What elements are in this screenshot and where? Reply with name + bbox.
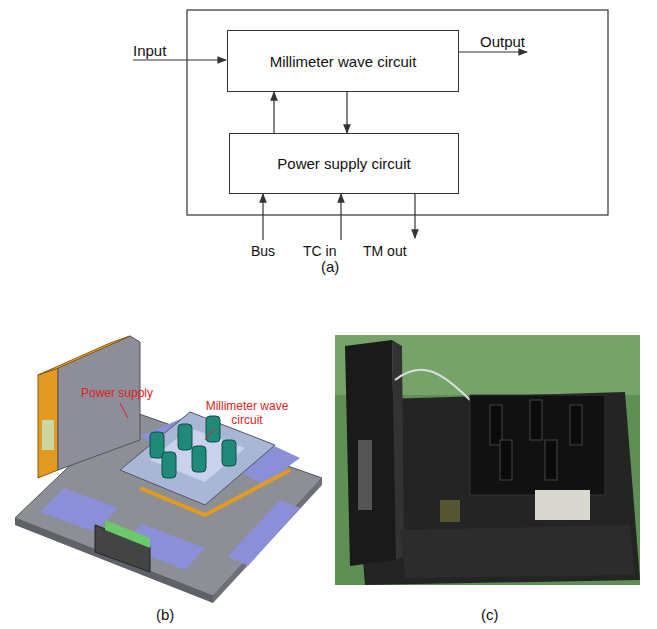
leader-line: [205, 428, 215, 440]
box-text: Millimeter wave circuit: [270, 53, 417, 70]
text-label: Power supply: [81, 387, 153, 401]
cad-model: [15, 336, 322, 603]
input-arrow: [133, 59, 226, 60]
text-label: (c): [481, 606, 499, 623]
leader-line: [120, 403, 128, 418]
text-label: (b): [156, 606, 174, 623]
housing-outline: [187, 10, 608, 215]
process-box: Millimeter wave circuit: [227, 30, 459, 92]
connector-arrow: [273, 92, 274, 133]
text-label: Input: [133, 42, 166, 59]
text-label: TM out: [363, 243, 407, 259]
tc-arrow: [340, 194, 341, 240]
bus-arrow: [262, 194, 263, 240]
text-label: TC in: [303, 243, 336, 259]
box-text: Power supply circuit: [277, 155, 410, 172]
connector-arrow: [346, 92, 347, 133]
process-box: Power supply circuit: [229, 133, 459, 194]
text-label: Bus: [251, 243, 275, 259]
tm-arrow: [414, 194, 415, 238]
text-label: (a): [321, 258, 339, 275]
output-arrow: [459, 51, 527, 52]
hardware-photo: [335, 335, 640, 585]
text-label: Millimeter wave circuit: [201, 400, 293, 428]
text-label: Output: [480, 33, 525, 50]
